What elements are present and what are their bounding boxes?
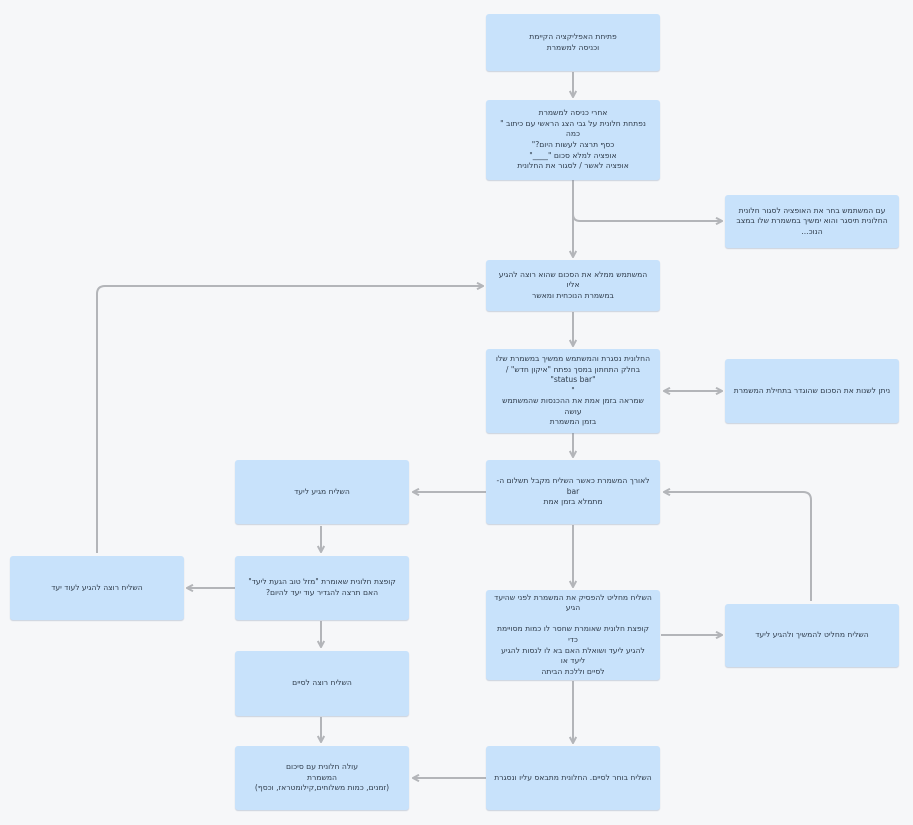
node-stop-early: השליח מחליט להפסיק את המשמרת לפני שהיעד … xyxy=(486,590,660,680)
node-reached-goal-label: השליח מגיע ליעד xyxy=(294,486,350,496)
node-change-amount: ניתן לשנות את הסכום שהוגדר בתחילת המשמרת xyxy=(725,359,899,423)
node-fill-amount: המשתמש ממלא את הסכום שהוא רוצה להגיע אלי… xyxy=(486,260,660,311)
edge-another-to-fill xyxy=(96,286,483,553)
edge-continue-to-bar xyxy=(664,492,812,601)
node-popup-goal: קופצת חלונית שאומרת "מזל טוב הגעת ליעד" … xyxy=(235,556,409,620)
node-popup-goal-label: קופצת חלונית שאומרת "מזל טוב הגעת ליעד" … xyxy=(248,577,396,597)
node-after-login: אחרי כניסה למשמרת נפתחת חלונית על גבי הצ… xyxy=(486,100,660,180)
node-another-goal-label: השליח רוצה להגיע לעוד יעד xyxy=(51,582,143,592)
node-bar-fills-label: לאורך המשמרת כאשר השליח מקבל תשלום ה-bar… xyxy=(496,476,650,507)
node-wants-finish: השליח רוצה לסיים xyxy=(235,651,409,716)
node-chooses-finish: השליח בוחר לסיים. החלונית מתבאס עליו ונס… xyxy=(486,746,660,810)
edge-after-login-to-close xyxy=(572,210,722,221)
node-summary-label: עולה חלונית עם סיכום המשמרת (זמנים, כמות… xyxy=(254,762,390,793)
node-chooses-finish-label: השליח בוחר לסיים. החלונית מתבאס עליו ונס… xyxy=(494,772,652,782)
node-open-app-label: פתיחת האפליקציה הקיימת וכניסה למשמרת xyxy=(529,31,617,52)
node-continue-goal: השליח מחליט להמשיך ולהגיע ליעד xyxy=(725,604,899,667)
node-close-window-label: עם המשתמש בחר את האופציה לסגור חלונית הח… xyxy=(736,205,888,236)
node-another-goal: השליח רוצה להגיע לעוד יעד xyxy=(10,556,184,620)
node-status-bar: החלונית נסגרת והמשתמש ממשיך במשמרת שלו ב… xyxy=(486,349,660,433)
node-after-login-label: אחרי כניסה למשמרת נפתחת חלונית על גבי הצ… xyxy=(500,108,646,171)
node-close-window: עם המשתמש בחר את האופציה לסגור חלונית הח… xyxy=(725,195,899,248)
node-wants-finish-label: השליח רוצה לסיים xyxy=(292,678,352,688)
node-stop-early-label: השליח מחליט להפסיק את המשמרת לפני שהיעד … xyxy=(494,592,652,676)
node-change-amount-label: ניתן לשנות את הסכום שהוגדר בתחילת המשמרת xyxy=(733,385,891,395)
node-summary: עולה חלונית עם סיכום המשמרת (זמנים, כמות… xyxy=(235,746,409,810)
node-open-app: פתיחת האפליקציה הקיימת וכניסה למשמרת xyxy=(486,14,660,71)
node-continue-goal-label: השליח מחליט להמשיך ולהגיע ליעד xyxy=(755,630,869,640)
node-bar-fills: לאורך המשמרת כאשר השליח מקבל תשלום ה-bar… xyxy=(486,460,660,524)
node-status-bar-label: החלונית נסגרת והמשתמש ממשיך במשמרת שלו ב… xyxy=(495,353,651,427)
node-reached-goal: השליח מגיע ליעד xyxy=(235,460,409,524)
node-fill-amount-label: המשתמש ממלא את הסכום שהוא רוצה להגיע אלי… xyxy=(498,269,648,300)
